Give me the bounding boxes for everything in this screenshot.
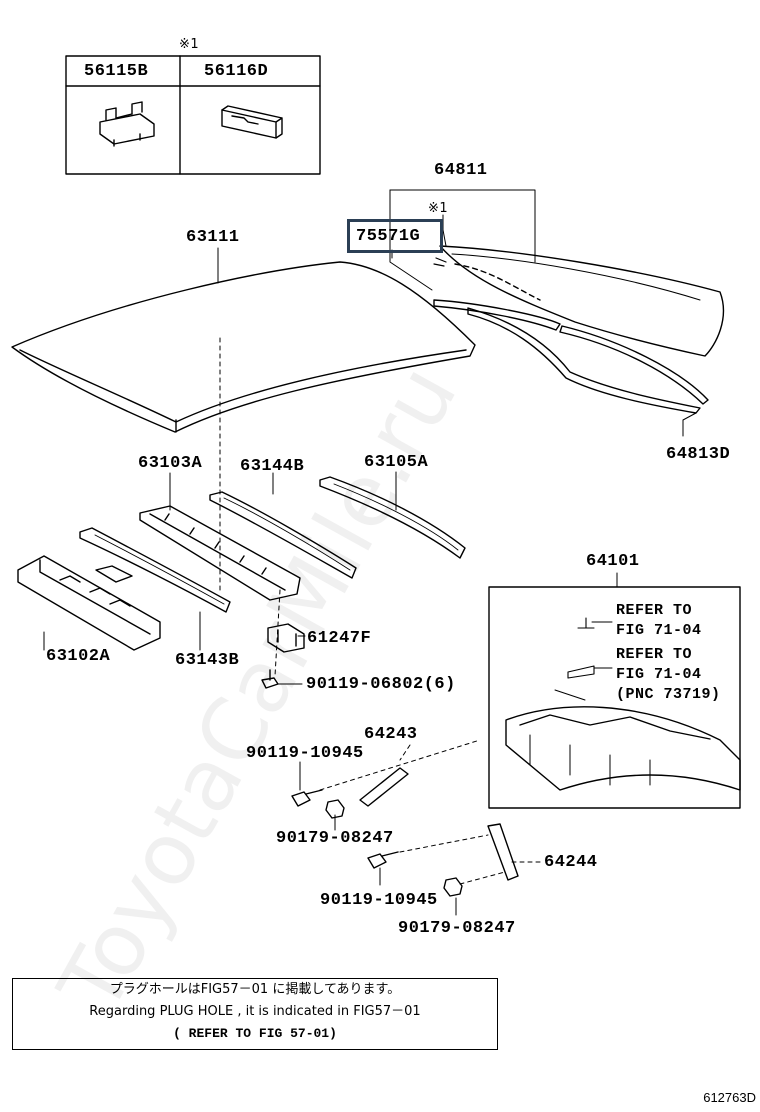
roof-panel xyxy=(11,261,476,433)
refer-2-line1[interactable]: REFER TO xyxy=(616,646,693,663)
part-label-63143b[interactable]: 63143B xyxy=(175,651,240,670)
note-mark-2: ※1 xyxy=(428,201,449,216)
part-label-63102a[interactable]: 63102A xyxy=(46,647,111,666)
rail-63102a xyxy=(17,555,161,651)
part-label-64813d[interactable]: 64813D xyxy=(666,445,731,464)
refer-1-line1[interactable]: REFER TO xyxy=(616,602,693,619)
figure-id: 612763D xyxy=(703,1090,756,1105)
part-label-75571g[interactable]: 75571G xyxy=(356,227,421,246)
part-label-64101[interactable]: 64101 xyxy=(586,552,640,571)
part-label-64244[interactable]: 64244 xyxy=(544,853,598,872)
part-label-64811[interactable]: 64811 xyxy=(434,161,488,180)
bracket-64244-icon xyxy=(487,823,519,881)
note-line-jp: プラグホールはFIG57－01 に掲載してあります。 xyxy=(109,982,401,997)
bolt-90119-10945-b-icon xyxy=(367,851,399,869)
bracket-61247f-icon xyxy=(267,623,305,653)
part-label-90119-10945-b[interactable]: 90119-10945 xyxy=(320,891,438,910)
part-label-61247f[interactable]: 61247F xyxy=(307,629,372,648)
rail-63144b xyxy=(209,491,357,579)
leader-lines xyxy=(43,189,697,916)
nut-90179-08247-a-icon xyxy=(325,799,345,819)
part-label-90179-08247-b[interactable]: 90179-08247 xyxy=(398,919,516,938)
plug-hole-note: プラグホールはFIG57－01 に掲載してあります。 Regarding PLU… xyxy=(12,978,498,1050)
package-tray-box xyxy=(488,586,741,809)
highlight-box xyxy=(347,219,443,253)
kit-table xyxy=(65,55,321,175)
window-molding xyxy=(433,299,709,414)
back-window-glass xyxy=(433,245,725,357)
rail-63105a xyxy=(319,476,466,559)
refer-2-line2[interactable]: FIG 71-04 xyxy=(616,666,702,683)
kit-header-56115b: 56115B xyxy=(84,62,149,81)
part-label-64243[interactable]: 64243 xyxy=(364,725,418,744)
part-label-90119-10945-a[interactable]: 90119-10945 xyxy=(246,744,364,763)
part-label-90179-08247-a[interactable]: 90179-08247 xyxy=(276,829,394,848)
part-label-63144b[interactable]: 63144B xyxy=(240,457,305,476)
part-label-63105a[interactable]: 63105A xyxy=(364,453,429,472)
kit-header-56116d: 56116D xyxy=(204,62,269,81)
part-label-90119-06802[interactable]: 90119-06802(6) xyxy=(306,675,456,694)
rail-63143b xyxy=(79,527,231,613)
part-label-63111[interactable]: 63111 xyxy=(186,228,240,247)
refer-2-line3[interactable]: (PNC 73719) xyxy=(616,686,721,703)
refer-1-line2[interactable]: FIG 71-04 xyxy=(616,622,702,639)
clip-56116d-icon xyxy=(221,105,283,139)
kit-note-mark: ※1 xyxy=(179,37,200,52)
bolt-90119-10945-a-icon xyxy=(291,789,323,807)
bracket-64243-icon xyxy=(359,767,409,807)
clip-56115b-icon xyxy=(99,101,155,147)
note-line-refer[interactable]: ( REFER TO FIG 57-01) xyxy=(173,1026,337,1041)
note-line-en: Regarding PLUG HOLE , it is indicated in… xyxy=(89,1004,421,1019)
part-label-63103a[interactable]: 63103A xyxy=(138,454,203,473)
nut-90179-08247-b-icon xyxy=(443,877,463,897)
